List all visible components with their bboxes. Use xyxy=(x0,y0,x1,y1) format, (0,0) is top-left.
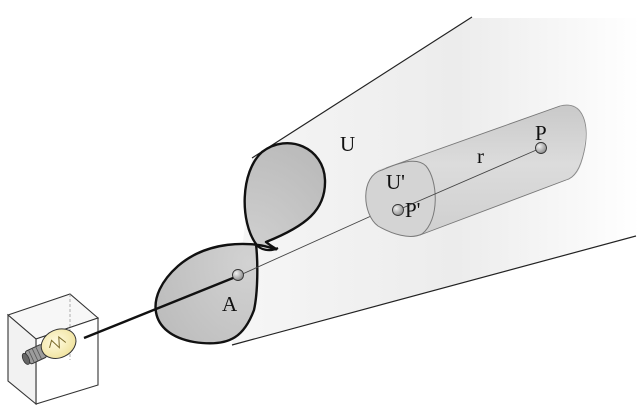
cone-upper-edge xyxy=(251,16,473,159)
cone-lower-edge xyxy=(231,235,637,346)
cylinder-bottom-edge xyxy=(419,179,567,236)
axis-line xyxy=(237,211,381,277)
cylinder-top-edge xyxy=(385,105,561,169)
ray-source-to-A xyxy=(83,274,239,340)
point-P-prime xyxy=(392,204,404,216)
point-A xyxy=(232,269,244,281)
label-A: A xyxy=(222,292,238,316)
axis-r xyxy=(397,147,542,211)
label-P: P xyxy=(535,121,547,145)
cylinder-near-cap xyxy=(365,160,436,237)
label-P-prime: P' xyxy=(405,198,420,222)
point-P xyxy=(535,142,547,154)
label-r: r xyxy=(477,144,484,168)
aperture-fold xyxy=(255,243,279,252)
cylinder-far-cap xyxy=(559,104,587,181)
label-U: U xyxy=(340,132,355,156)
label-U-prime: U' xyxy=(386,170,405,194)
light-bulb-in-box-icon xyxy=(6,293,100,406)
